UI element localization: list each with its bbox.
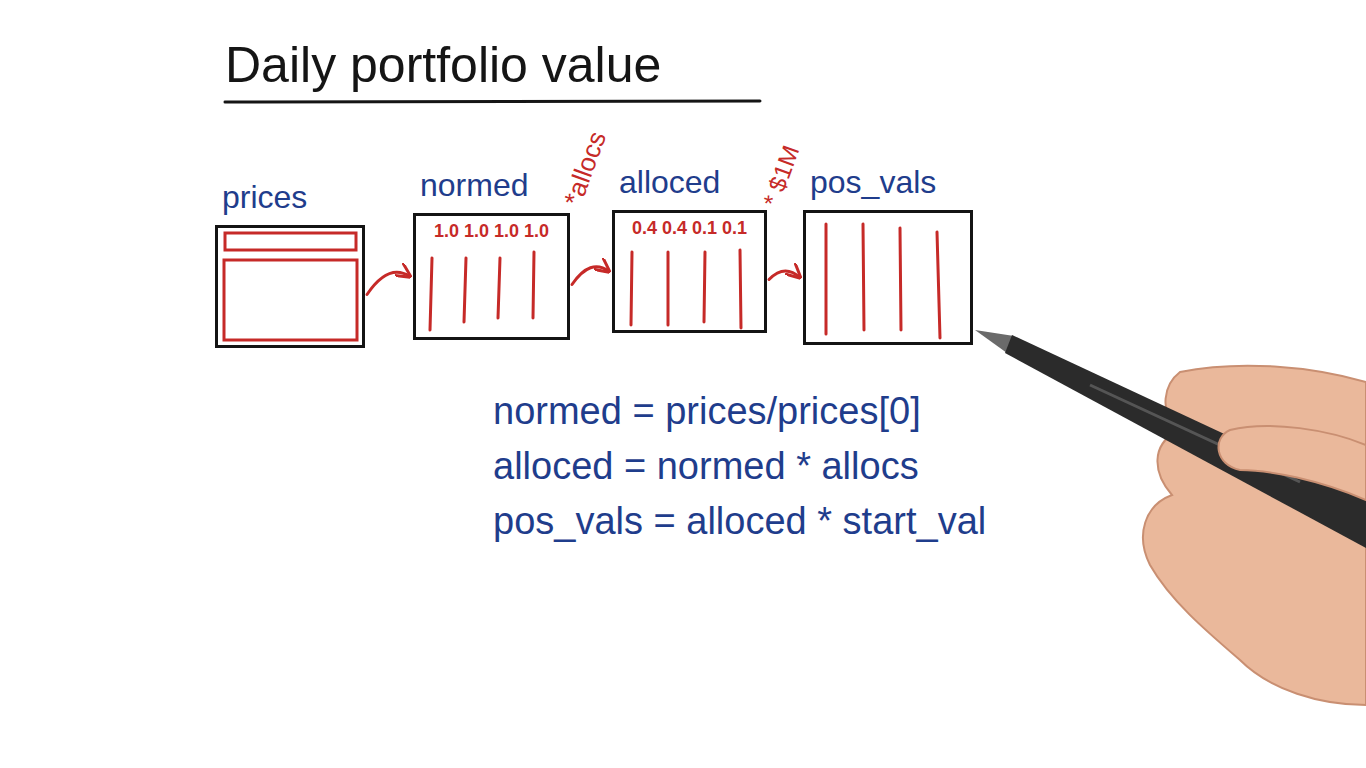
table-box: normed1.0 1.0 1.0 1.0 — [413, 213, 570, 340]
flow-arrow — [572, 267, 609, 285]
thumb — [1219, 426, 1366, 500]
column-line — [704, 252, 705, 322]
operation-label: *allocs — [557, 127, 612, 210]
column-line — [900, 228, 901, 330]
flow-arrow — [367, 272, 410, 294]
box-heading: alloced — [619, 164, 720, 201]
title-underline — [225, 101, 760, 102]
column-line — [825, 224, 828, 334]
operation-label: * $1M — [757, 142, 805, 210]
column-line — [464, 258, 466, 322]
column-line — [631, 252, 632, 325]
price-table — [224, 260, 357, 340]
column-line — [863, 224, 864, 330]
column-values: 0.4 0.4 0.1 0.1 — [615, 218, 764, 239]
column-line — [430, 258, 432, 330]
column-values: 1.0 1.0 1.0 1.0 — [416, 221, 567, 242]
diagram-title: Daily portfolio value — [225, 36, 661, 94]
box-heading: prices — [222, 179, 307, 216]
header-row — [225, 233, 356, 250]
box-heading: normed — [420, 167, 529, 204]
flow-arrow — [769, 271, 800, 280]
equation: normed = prices/prices[0] — [493, 390, 921, 433]
table-box: pos_vals — [803, 210, 973, 345]
equation: alloced = normed * allocs — [493, 445, 919, 488]
table-box: alloced0.4 0.4 0.1 0.1 — [612, 210, 767, 333]
column-line — [667, 252, 670, 325]
table-box: prices — [215, 225, 365, 348]
equation: pos_vals = alloced * start_val — [493, 500, 986, 543]
pen-barrel — [1005, 335, 1366, 548]
column-line — [533, 252, 534, 318]
column-line — [740, 250, 741, 328]
column-line — [937, 232, 940, 338]
box-heading: pos_vals — [810, 164, 936, 201]
column-line — [498, 258, 500, 318]
